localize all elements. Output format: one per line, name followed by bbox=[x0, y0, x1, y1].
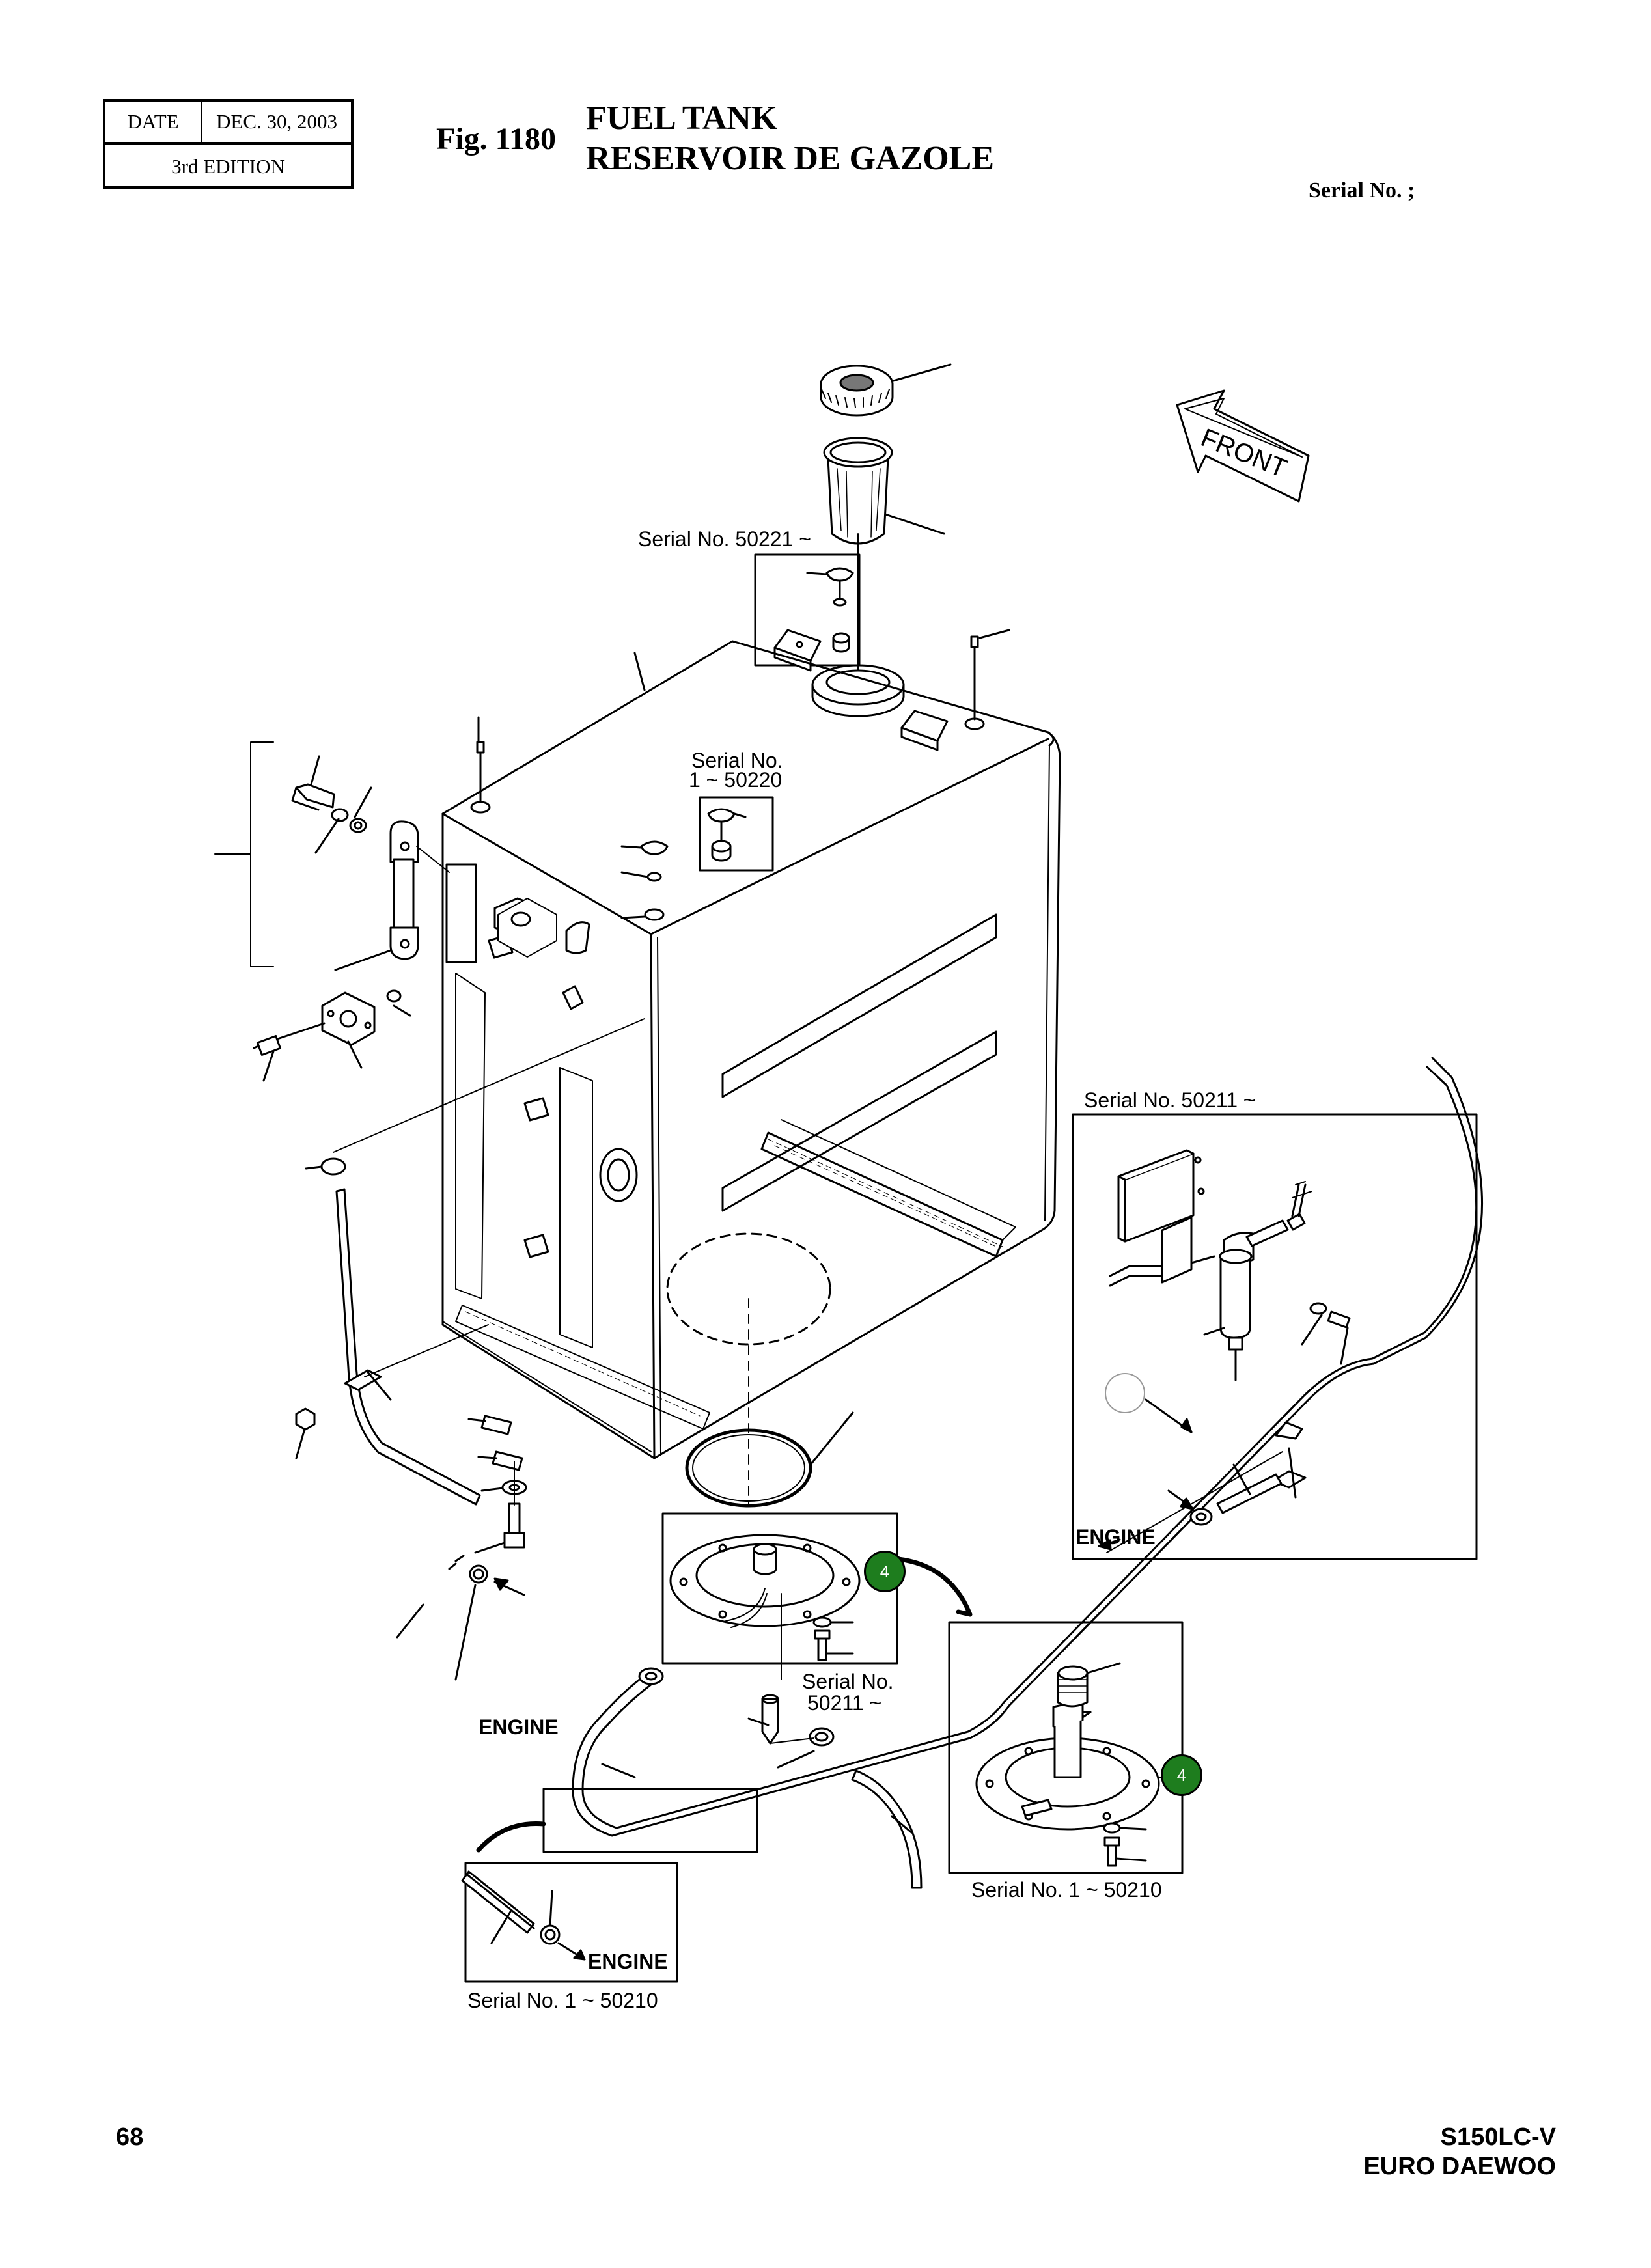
figure-number: Fig. 1180 bbox=[436, 122, 557, 156]
page-number: 68 bbox=[116, 2123, 144, 2151]
serial-1-50220-label-line1: Serial No. bbox=[691, 749, 783, 772]
detail-arrow-left-icon bbox=[476, 1821, 546, 1853]
callout-badge-2: 4 bbox=[1161, 1754, 1202, 1796]
serial-50221-label: Serial No. 50221 ~ bbox=[638, 527, 811, 551]
brand-name: EURO DAEWOO bbox=[1363, 2153, 1556, 2180]
serial-1-50210-left-label: Serial No. 1 ~ 50210 bbox=[467, 1989, 658, 2012]
serial-number-header: Serial No. ; bbox=[1309, 178, 1415, 202]
serial-50211-suction-frame bbox=[661, 1512, 898, 1665]
date-edition-box: DATE DEC. 30, 2003 3rd EDITION bbox=[103, 99, 354, 189]
model-name: S150LC-V bbox=[1440, 2123, 1556, 2151]
filler-neck-ring bbox=[811, 533, 905, 717]
serial-50211-box-label: Serial No. 50211 ~ bbox=[1084, 1088, 1256, 1112]
fuel-filter-assembly bbox=[1098, 1149, 1351, 1553]
center-fittings bbox=[747, 1694, 835, 1747]
callout-badge-1: 4 bbox=[864, 1551, 906, 1592]
o-ring bbox=[685, 1411, 854, 1508]
suction-plate-with-strainer bbox=[975, 1662, 1160, 1867]
cover-plate-left bbox=[253, 898, 557, 1082]
serial-50211-center-label-line1: Serial No. bbox=[802, 1670, 894, 1693]
serial-1-50220-label-line2: 1 ~ 50220 bbox=[689, 768, 783, 792]
filler-strainer bbox=[823, 437, 945, 545]
edition-label: 3rd EDITION bbox=[171, 155, 285, 178]
hose-detail-source-frame bbox=[542, 1788, 758, 1853]
serial-1-50210-right-label: Serial No. 1 ~ 50210 bbox=[971, 1878, 1162, 1902]
fuel-tank-body bbox=[441, 640, 1061, 1504]
serial-50211-center-label-line2: 50211 ~ bbox=[807, 1691, 882, 1715]
serial-1-50210-right-frame bbox=[948, 1621, 1184, 1874]
title-french: RESERVOIR DE GAZOLE bbox=[586, 140, 995, 177]
serial-1-50220-detail-frame bbox=[699, 796, 774, 872]
engine-label-1: ENGINE bbox=[479, 1715, 559, 1739]
hose-end-detail-left bbox=[461, 1870, 586, 1961]
badge-1-label: 4 bbox=[880, 1561, 890, 1581]
return-hose-left bbox=[295, 1018, 645, 1681]
date-value: DEC. 30, 2003 bbox=[216, 110, 337, 133]
badge-2-label: 4 bbox=[1176, 1765, 1187, 1785]
vent-cap-lower bbox=[707, 808, 747, 862]
title-english: FUEL TANK bbox=[586, 100, 778, 137]
sight-gauge-assembly bbox=[214, 741, 450, 971]
mounting-hardware-left bbox=[467, 1415, 527, 1554]
date-label: DATE bbox=[105, 102, 202, 142]
front-arrow-icon bbox=[1176, 389, 1310, 503]
serial-50211-filter-frame bbox=[1072, 1113, 1478, 1560]
vent-cap-upper bbox=[806, 567, 854, 653]
filler-cap bbox=[820, 363, 952, 417]
tank-top-bolts bbox=[470, 629, 1010, 921]
suction-pipe-plate bbox=[669, 1534, 861, 1680]
serial-1-50210-left-frame bbox=[464, 1862, 678, 1983]
engine-label-3: ENGINE bbox=[588, 1950, 668, 1973]
detail-arrow-icon bbox=[896, 1556, 973, 1617]
engine-label-2: ENGINE bbox=[1075, 1525, 1156, 1549]
